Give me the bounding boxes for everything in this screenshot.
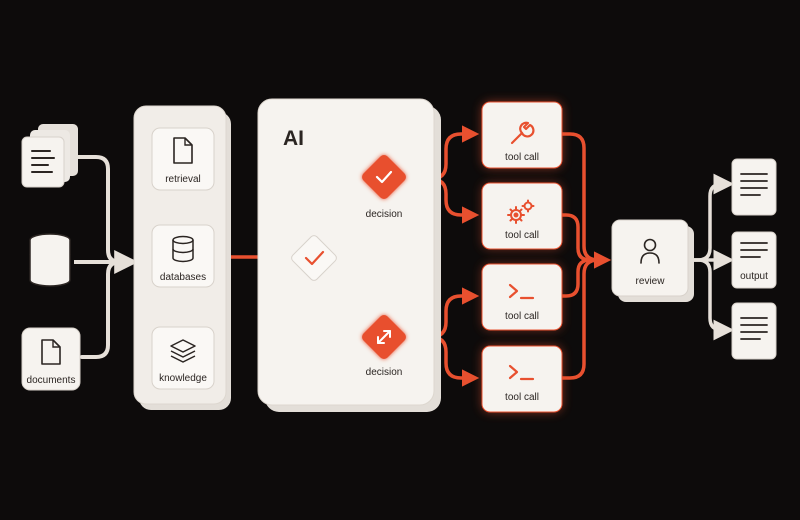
input-database bbox=[29, 233, 71, 287]
decision-top-label: decision bbox=[366, 209, 403, 220]
connector-review-output-1 bbox=[690, 173, 735, 262]
decision-bottom-label: decision bbox=[366, 367, 403, 378]
text-document-icon bbox=[740, 173, 768, 196]
output-doc-1 bbox=[731, 158, 777, 216]
text-document-icon bbox=[740, 242, 768, 258]
review-label: review bbox=[636, 276, 666, 287]
output-doc-2: output bbox=[731, 231, 777, 289]
layers-icon bbox=[170, 339, 196, 363]
input-documents-card: documents bbox=[21, 327, 81, 391]
document-icon bbox=[41, 339, 61, 365]
user-icon bbox=[640, 238, 660, 264]
review-card: review bbox=[611, 219, 694, 302]
check-icon bbox=[304, 250, 325, 266]
tool-call-wrench: tool call bbox=[481, 101, 563, 169]
ai-panel: AI decision decision bbox=[257, 98, 441, 412]
expand-arrows-icon bbox=[377, 330, 391, 344]
database-icon bbox=[29, 233, 71, 287]
connector-input-bottom bbox=[80, 260, 133, 359]
file-icon bbox=[173, 137, 193, 164]
ai-panel-title: AI bbox=[283, 127, 304, 150]
source-knowledge: knowledge bbox=[151, 326, 215, 390]
database-icon bbox=[172, 235, 194, 263]
connector-review-output-3 bbox=[690, 258, 735, 341]
text-document-icon bbox=[740, 317, 768, 340]
source-knowledge-label: knowledge bbox=[159, 373, 207, 384]
tool-call-terminal-2-label: tool call bbox=[505, 392, 539, 403]
source-retrieval: retrieval bbox=[151, 127, 215, 191]
tool-call-terminal-1: tool call bbox=[481, 263, 563, 331]
output-doc-3 bbox=[731, 302, 777, 360]
tool-call-gears: tool call bbox=[481, 182, 563, 250]
connector-tool-4-review bbox=[560, 251, 612, 380]
ai-gate bbox=[291, 235, 337, 281]
connector-tool-3-review bbox=[560, 258, 606, 298]
stacked-documents-icon bbox=[31, 150, 55, 173]
tool-call-terminal-2: tool call bbox=[481, 345, 563, 413]
connector-tool-1-review bbox=[560, 132, 606, 262]
input-documents-label: documents bbox=[27, 375, 76, 386]
tool-call-wrench-label: tool call bbox=[505, 152, 539, 163]
sources-panel: retrieval databases knowledge bbox=[133, 105, 231, 410]
tool-call-terminal-1-label: tool call bbox=[505, 311, 539, 322]
gears-icon bbox=[507, 199, 535, 224]
tool-call-gears-label: tool call bbox=[505, 230, 539, 241]
input-stacked-documents bbox=[21, 124, 78, 188]
source-retrieval-label: retrieval bbox=[165, 174, 201, 185]
source-databases: databases bbox=[151, 224, 215, 288]
output-label: output bbox=[740, 271, 768, 282]
connector-input-top bbox=[76, 155, 133, 264]
decision-bottom bbox=[362, 315, 406, 359]
check-icon bbox=[375, 170, 393, 184]
wrench-icon bbox=[510, 121, 535, 145]
terminal-icon bbox=[508, 283, 535, 300]
source-databases-label: databases bbox=[160, 272, 206, 283]
decision-top bbox=[362, 155, 406, 199]
terminal-icon bbox=[508, 364, 535, 381]
